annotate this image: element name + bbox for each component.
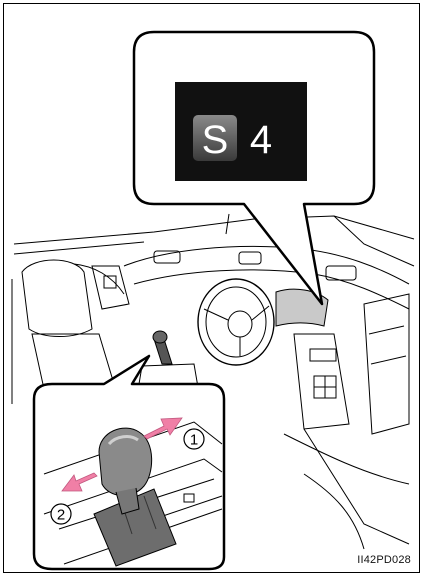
callout-down: 2 (51, 504, 71, 524)
figure-frame: S 4 1 2 II42PD028 (3, 3, 420, 573)
mode-letter: S (202, 118, 229, 162)
callout-up: 1 (184, 429, 204, 449)
callout-down-number: 2 (57, 507, 65, 524)
shifter-callout (34, 356, 224, 569)
diagram-svg: S 4 1 2 (4, 4, 421, 574)
gear-number: 4 (250, 118, 272, 162)
figure-code: II42PD028 (357, 554, 411, 566)
callout-up-number: 1 (190, 432, 198, 449)
